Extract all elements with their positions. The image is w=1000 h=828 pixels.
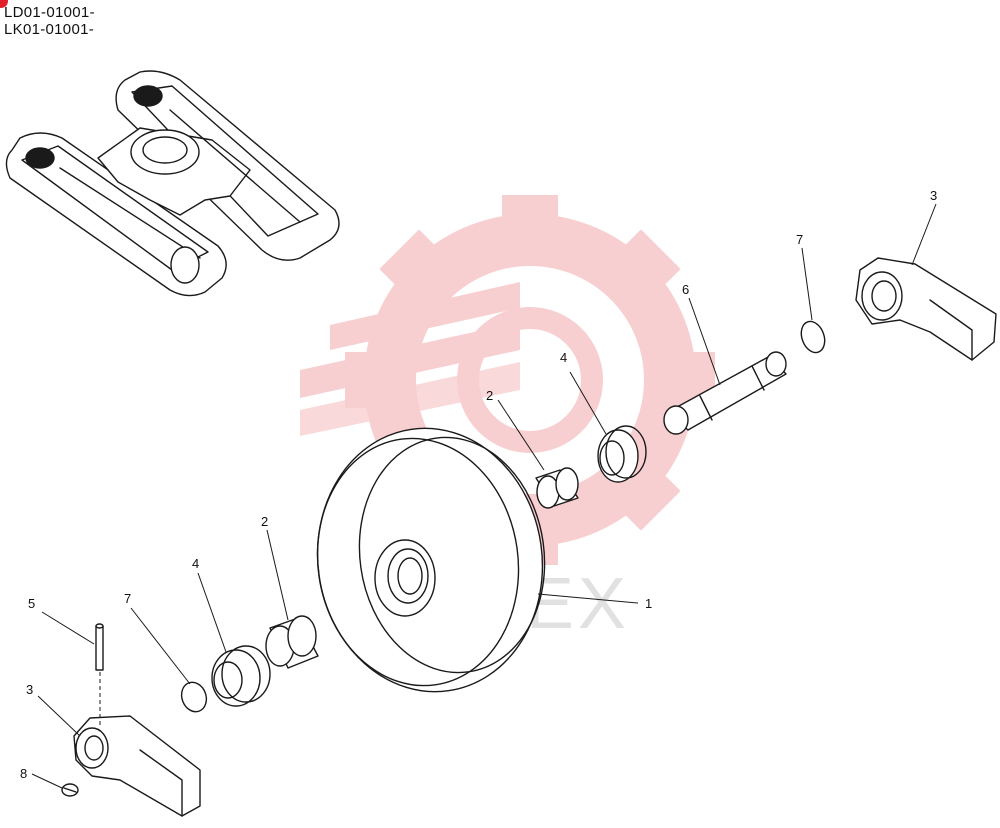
bushing-upper xyxy=(535,467,579,509)
callout-4-upper: 4 xyxy=(560,350,567,365)
bolt xyxy=(61,783,79,797)
shaft xyxy=(663,351,787,435)
callout-6: 6 xyxy=(682,282,689,297)
callout-2-upper: 2 xyxy=(486,388,493,403)
leader-lines xyxy=(31,203,937,789)
o-ring-lower xyxy=(180,681,208,713)
callout-5: 5 xyxy=(28,596,35,611)
callout-7-upper: 7 xyxy=(796,232,803,247)
callout-4-lower: 4 xyxy=(192,556,199,571)
callout-3-upper: 3 xyxy=(930,188,937,203)
callout-1: 1 xyxy=(645,596,652,611)
serial-number-2: LK01-01001- xyxy=(4,21,95,38)
bracket-lower xyxy=(73,715,201,817)
callout-3-lower: 3 xyxy=(26,682,33,697)
idler-wheel xyxy=(316,427,546,693)
o-ring-upper xyxy=(800,320,826,354)
bushing-lower xyxy=(265,615,319,669)
serial-number-1: LD01-01001- xyxy=(4,4,95,21)
callout-2-lower: 2 xyxy=(261,514,268,529)
callout-7-lower: 7 xyxy=(124,591,131,606)
seal-upper xyxy=(597,425,647,483)
undercarriage-frame-illustration xyxy=(5,70,340,297)
bracket-upper xyxy=(855,257,997,361)
corner-marker xyxy=(0,0,8,8)
seal-lower xyxy=(211,645,271,707)
pin xyxy=(95,623,104,671)
callout-8: 8 xyxy=(20,766,27,781)
